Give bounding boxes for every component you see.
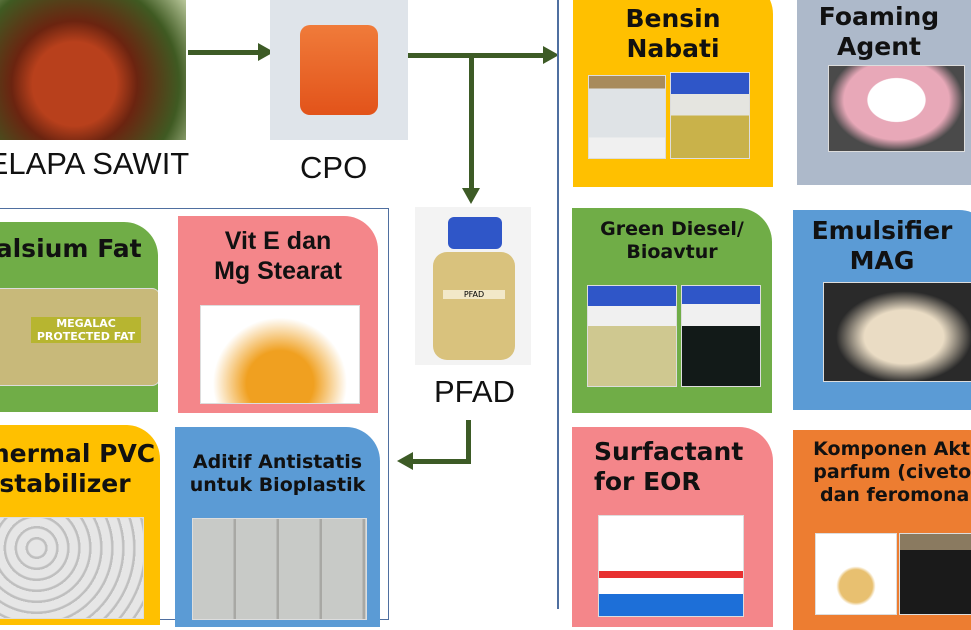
bioavtur-bottle-image [681, 285, 761, 387]
vitamin-capsules-image [200, 305, 360, 404]
pfad-jar-label: PFAD [443, 290, 505, 299]
arrow-sawit-to-cpo [188, 50, 260, 55]
arrow-cpo-to-pfad [469, 55, 474, 190]
sex-panther-perfume-image [899, 533, 971, 615]
arrow-cpo-to-right [408, 53, 545, 58]
arrow-pfad-down [466, 420, 471, 464]
bensin-jar-image [588, 75, 666, 159]
card-aditif-antistatis: Aditif Antistatis untuk Bioplastik [175, 427, 380, 627]
card-title: Emulsifier MAG [811, 216, 953, 275]
card-title: Foaming Agent [818, 2, 940, 61]
cpo-jar-image [270, 0, 408, 140]
pfad-jar-image: PFAD [415, 207, 531, 365]
arrow-head-icon [397, 452, 413, 470]
cpo-label: CPO [300, 150, 368, 185]
card-title: Vit E dan Mg Stearat [214, 227, 342, 285]
mag-crystals-image [823, 282, 971, 382]
bioplastic-samples-image [192, 518, 367, 620]
card-title: Surfactant for EOR [594, 437, 744, 496]
arrow-pfad-to-left [412, 459, 471, 464]
card-title: Thermal PVC stabilizer [0, 439, 156, 498]
foam-image [828, 65, 965, 152]
card-kalsium-fat: Kalsium Fat MEGALAC PROTECTED FAT [0, 222, 158, 412]
pfad-label: PFAD [434, 374, 515, 409]
bensin-bottle-image [670, 72, 750, 159]
oil-rig-image [598, 515, 744, 617]
palm-fruit-image [0, 0, 186, 140]
card-title: Kalsium Fat [0, 234, 142, 263]
source-label: KELAPA SAWIT [0, 146, 190, 181]
card-emulsifier-mag: Emulsifier MAG [793, 210, 971, 410]
card-komponen-parfum: Komponen Aktif parfum (civeton dan ferom… [793, 430, 971, 630]
arrow-head-icon [543, 46, 559, 64]
card-title: Komponen Aktif parfum (civeton dan ferom… [813, 438, 971, 506]
arrow-head-icon [462, 188, 480, 204]
megalac-text: MEGALAC PROTECTED FAT [31, 317, 141, 343]
divider-line [557, 0, 559, 609]
perfume-bottle-image [815, 533, 897, 615]
pvc-pipes-image [0, 517, 144, 619]
green-diesel-bottle-image [587, 285, 677, 387]
card-vit-e: Vit E dan Mg Stearat [178, 216, 378, 413]
megalac-bag-image: MEGALAC PROTECTED FAT [0, 288, 158, 386]
card-bensin-nabati: Bensin Nabati [573, 0, 773, 187]
card-surfactant-eor: Surfactant for EOR [572, 427, 773, 627]
card-thermal-pvc: Thermal PVC stabilizer [0, 425, 160, 625]
card-green-diesel: Green Diesel/ Bioavtur [572, 208, 772, 413]
card-foaming-agent: Foaming Agent [797, 0, 971, 185]
card-title: Green Diesel/ Bioavtur [600, 218, 744, 263]
card-title: Bensin Nabati [625, 4, 721, 63]
card-title: Aditif Antistatis untuk Bioplastik [189, 451, 366, 496]
